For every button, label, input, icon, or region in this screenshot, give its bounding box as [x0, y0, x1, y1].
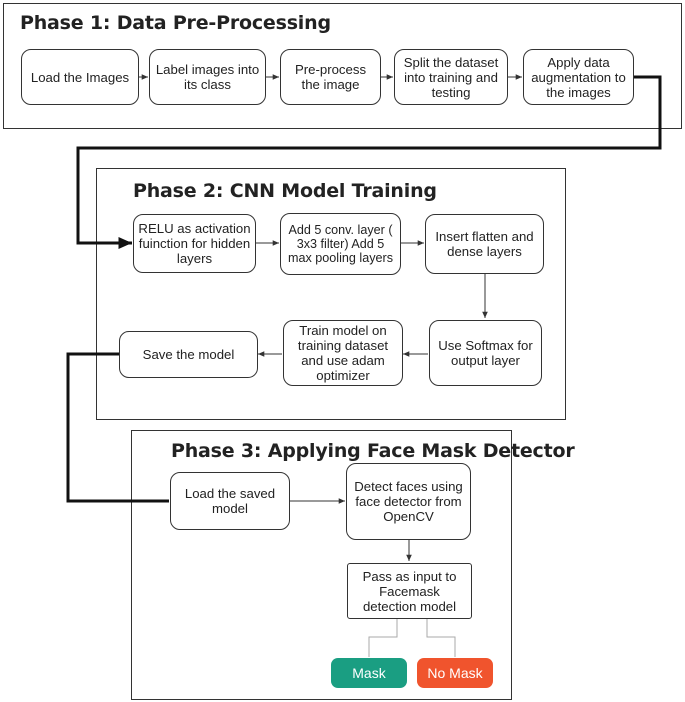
label-images-step: Label images into its class [149, 49, 266, 105]
step-label: Load the Images [30, 69, 130, 85]
relu-activation-step: RELU as activation fuinction for hidden … [133, 214, 256, 273]
phase-1-title: Phase 1: Data Pre-Processing [20, 12, 331, 34]
detect-faces-step: Detect faces using face detector from Op… [346, 463, 471, 540]
phase-3-title: Phase 3: Applying Face Mask Detector [171, 440, 575, 462]
mask-label: Mask [352, 665, 386, 681]
mask-result-badge: Mask [331, 658, 407, 688]
step-label: Label images into its class [155, 62, 260, 92]
split-dataset-step: Split the dataset into training and test… [394, 49, 508, 105]
facemask-model-input-step: Pass as input to Facemask detection mode… [347, 563, 472, 619]
step-label: Split the dataset into training and test… [403, 54, 499, 100]
step-label: Insert flatten and dense layers [435, 229, 534, 259]
step-label: RELU as activation fuinction for hidden … [138, 221, 251, 266]
save-model-step: Save the model [119, 331, 258, 378]
step-label: Detect faces using face detector from Op… [354, 479, 463, 524]
flatten-dense-step: Insert flatten and dense layers [425, 214, 544, 274]
step-label: Save the model [142, 347, 235, 362]
conv-pooling-layers-step: Add 5 conv. layer ( 3x3 filter) Add 5 ma… [280, 213, 401, 275]
data-augmentation-step: Apply data augmentation to the images [523, 49, 634, 105]
train-model-step: Train model on training dataset and use … [283, 320, 403, 386]
preprocess-image-step: Pre-process the image [280, 49, 381, 105]
step-label: Use Softmax for output layer [438, 338, 533, 368]
step-label: Add 5 conv. layer ( 3x3 filter) Add 5 ma… [288, 223, 393, 265]
step-label: Apply data augmentation to the images [531, 54, 626, 100]
load-images-step: Load the Images [21, 49, 139, 105]
step-label: Pre-process the image [294, 62, 367, 92]
no-mask-label: No Mask [427, 665, 483, 681]
load-saved-model-step: Load the saved model [170, 472, 290, 530]
softmax-output-step: Use Softmax for output layer [429, 320, 542, 386]
no-mask-result-badge: No Mask [417, 658, 493, 688]
step-label: Load the saved model [184, 486, 276, 516]
step-label: Train model on training dataset and use … [297, 323, 389, 383]
step-label: Pass as input to Facemask detection mode… [362, 568, 457, 614]
phase-2-title: Phase 2: CNN Model Training [133, 180, 437, 202]
